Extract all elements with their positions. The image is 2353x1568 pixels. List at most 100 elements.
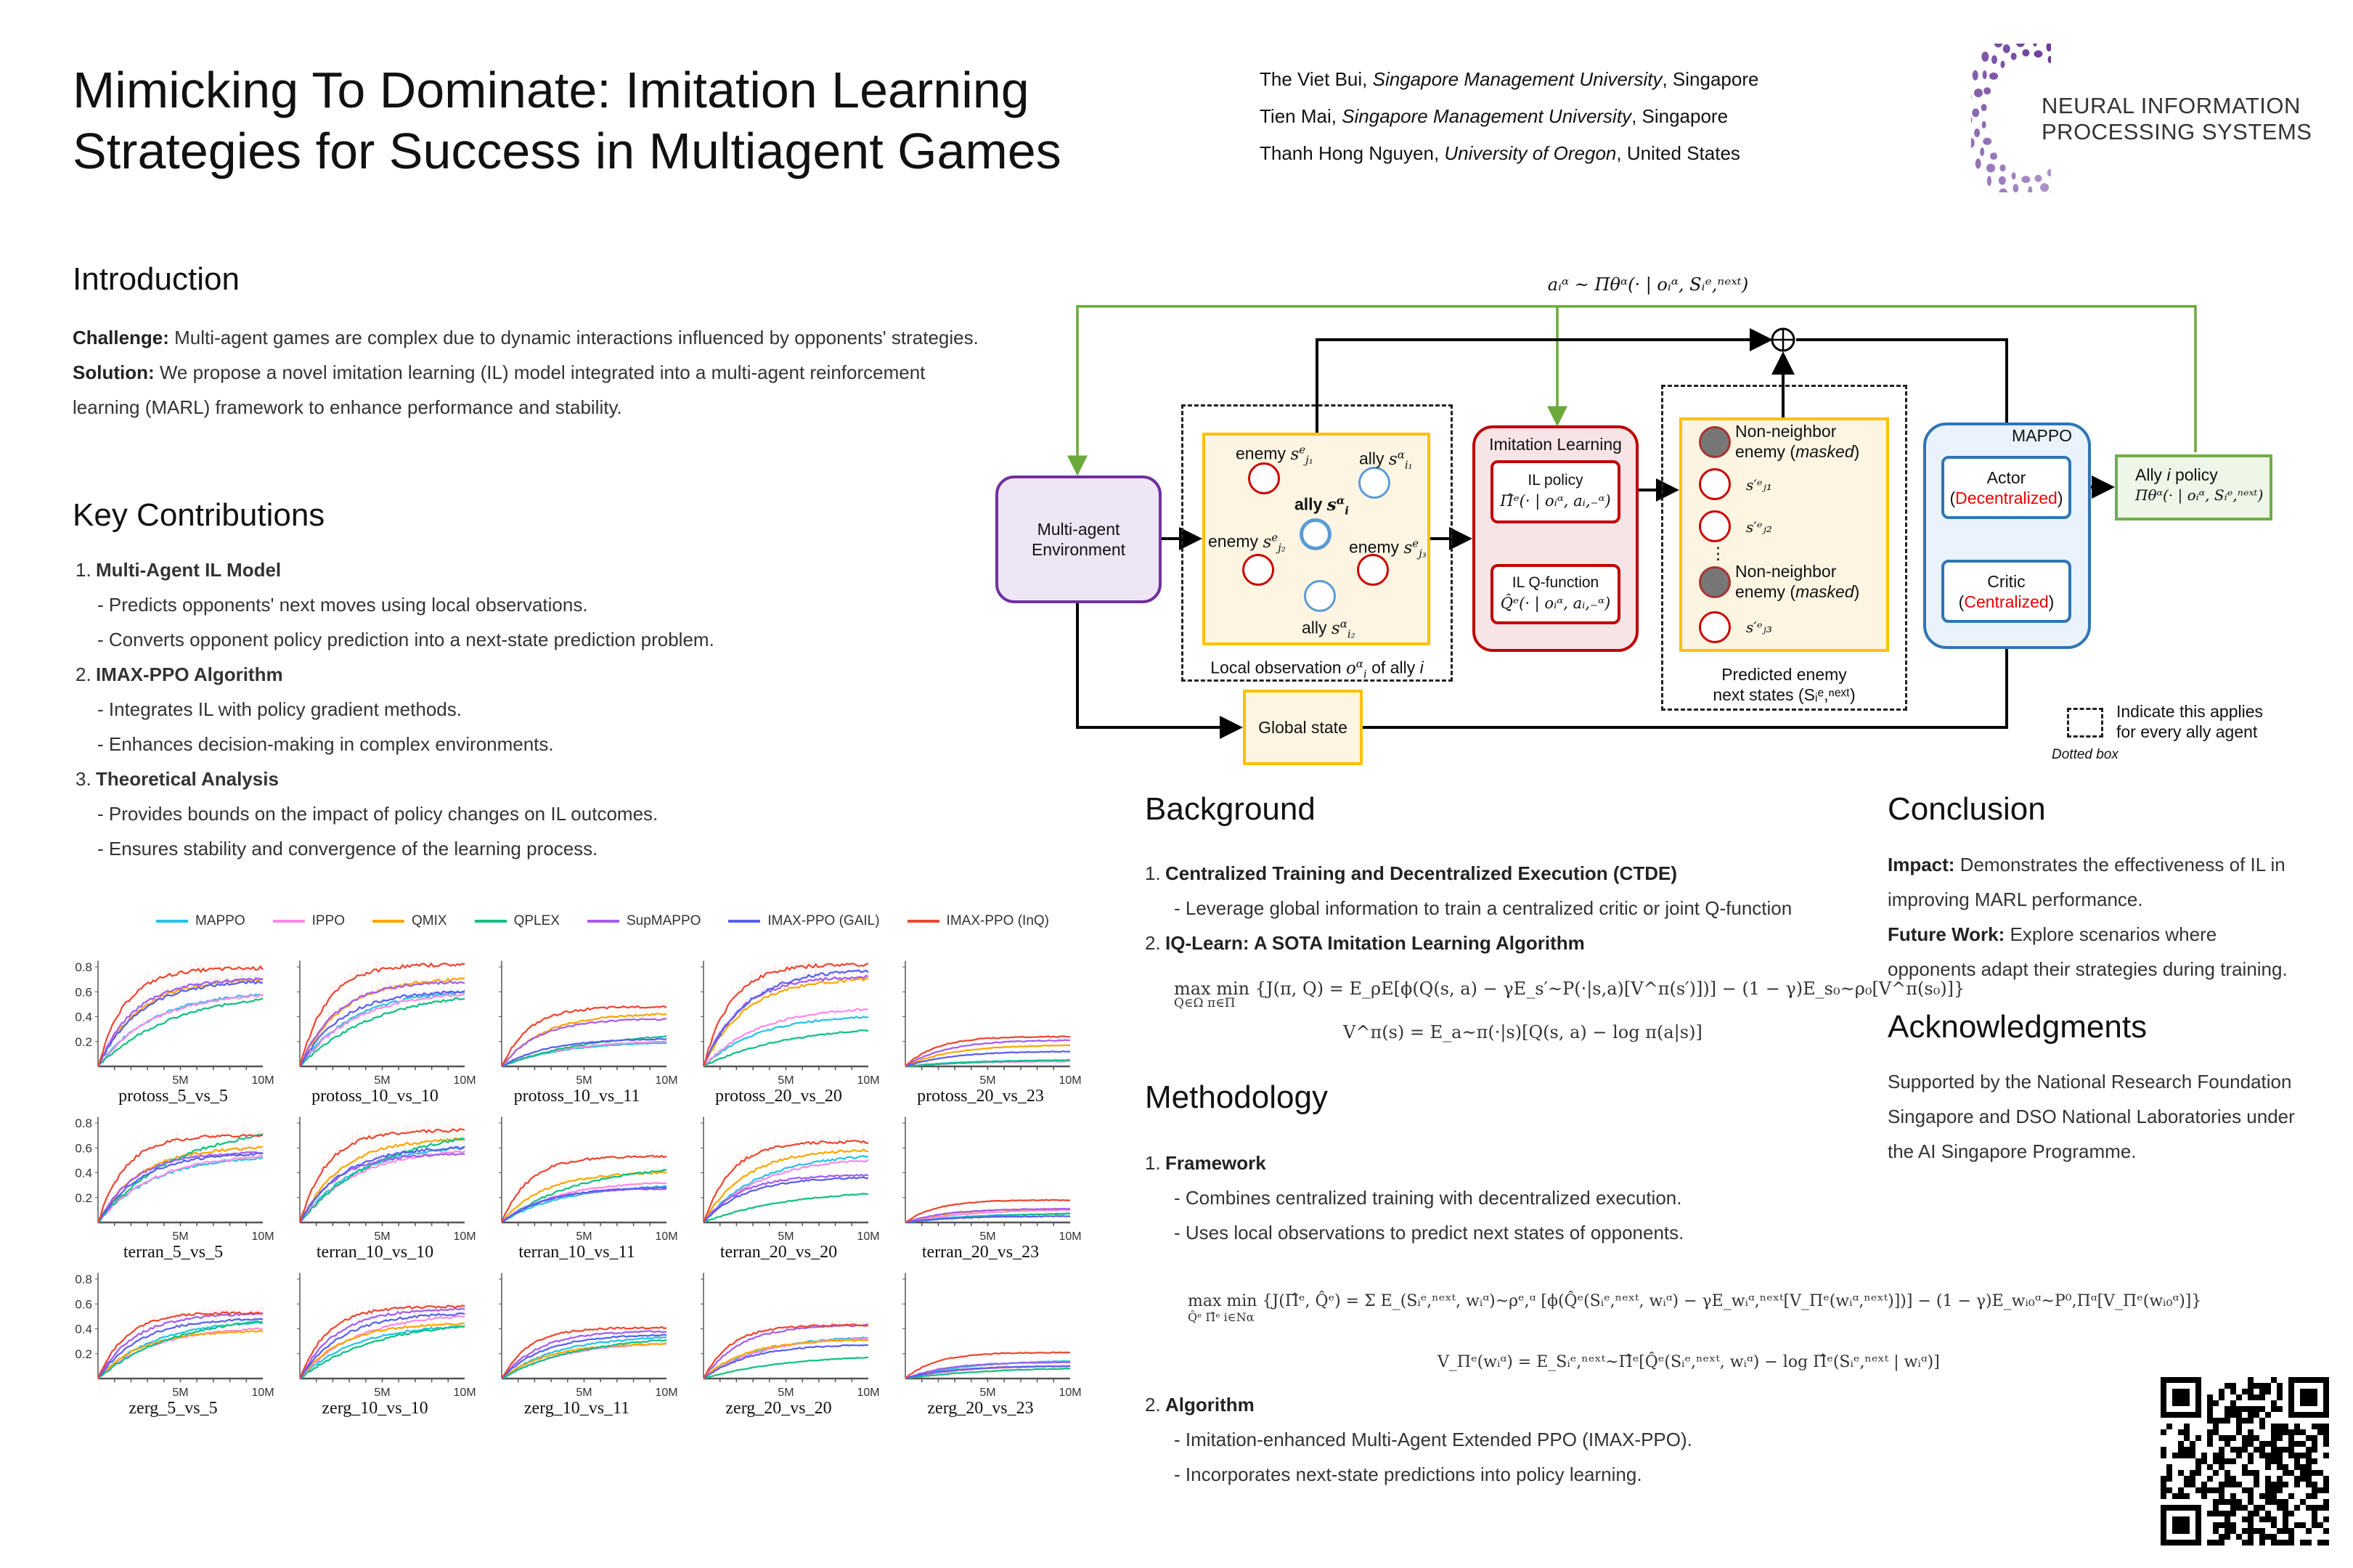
legend-item: MAPPO: [156, 913, 245, 929]
item-label: Theoretical Analysis: [96, 768, 279, 790]
imax-objective-equation: max min {J(Π̂ᵉ, Q̂ᵉ) = Σ E_(Sᵢᵉ,ⁿᵉˣᵗ, wᵢ…: [1188, 1292, 2202, 1324]
logo-dot: [1974, 128, 1981, 138]
x-tick-label: 5M: [374, 1387, 390, 1399]
enemy-j3-label: enemy sej₃: [1349, 536, 1427, 560]
series-line-qplex: [905, 1058, 1071, 1067]
legend-label: QMIX: [412, 913, 447, 928]
x-tick-label: 10M: [655, 1387, 677, 1399]
x-tick-label: 5M: [778, 1074, 794, 1087]
series-line-mappo: [501, 1336, 667, 1379]
challenge-text: Multi-agent games are complex due to dyn…: [168, 327, 979, 348]
series-line-supmappo: [905, 1039, 1071, 1067]
series-line-imax-ppo-gail-: [299, 1146, 465, 1223]
legend-item: QMIX: [372, 913, 447, 929]
enemy-j2-node: [1242, 554, 1274, 586]
logo-dot: [2034, 50, 2043, 58]
logo-dot: [2010, 52, 2017, 60]
x-tick-label: 10M: [251, 1074, 274, 1087]
legend-item: IMAX-PPO (GAIL): [728, 913, 880, 929]
series-line-ippo: [299, 993, 465, 1067]
il-policy-label: IL policy: [1528, 472, 1583, 489]
logo-dot: [2022, 49, 2030, 57]
plus-to-actor-line: [1796, 338, 2018, 457]
ally-policy-formula: Πθᵅ(· | oᵢᵅ, Sᵢᵉ,ⁿᵉˣᵗ): [2135, 486, 2264, 504]
x-tick-label: 5M: [979, 1230, 995, 1243]
masked-enemy-label: Non-neighbor enemy (masked): [1735, 562, 1860, 601]
il-policy-box: IL policy Π̂ᵉ(· | oᵢᵅ, aᵢ,₋ᵅ): [1490, 460, 1620, 523]
x-tick-label: 5M: [778, 1387, 794, 1399]
logo-dot: [1971, 94, 1972, 100]
background-item: 2.IQ-Learn: A SOTA Imitation Learning Al…: [1145, 932, 1585, 954]
legend-swatch: [907, 920, 939, 923]
series-line-imax-ppo-inq-: [97, 1133, 264, 1223]
x-tick-label: 5M: [172, 1230, 188, 1243]
panel-title: protoss_20_vs_20: [715, 1087, 842, 1106]
y-tick-label: 0.8: [75, 1273, 92, 1286]
contribution-item: 1.Multi-Agent IL Model: [76, 552, 714, 587]
ally-i-node: [1300, 518, 1332, 550]
logo-dot: [1991, 55, 1997, 65]
panel-title: zerg_5_vs_5: [129, 1399, 217, 1418]
legend-item: IPPO: [272, 913, 346, 929]
x-tick-label: 10M: [1059, 1074, 1081, 1087]
series-line-ippo: [703, 1159, 869, 1223]
series-line-mappo: [703, 1016, 869, 1067]
multi-agent-environment-box: Multi-agent Environment: [995, 475, 1162, 603]
series-variance-band: [703, 960, 869, 1066]
legend-item: SupMAPPO: [587, 913, 701, 929]
series-line-imax-ppo-gail-: [501, 1186, 667, 1223]
y-tick-label: 0.6: [75, 985, 92, 999]
item-point: - Ensures stability and convergence of t…: [97, 838, 598, 859]
y-tick-label: 0.4: [75, 1323, 92, 1336]
series-line-imax-ppo-gail-: [501, 1334, 667, 1379]
series-line-qplex: [299, 1325, 465, 1379]
logo-dot: [1980, 147, 1985, 157]
series-variance-band: [97, 1312, 264, 1378]
item-number: 3.: [76, 768, 91, 790]
series-line-qplex: [501, 1339, 667, 1379]
legend-label: IPPO: [311, 913, 346, 928]
series-line-qmix: [703, 1148, 869, 1223]
legend-swatch: [728, 920, 761, 923]
critic-box: Critic (Centralized): [1941, 560, 2071, 623]
series-variance-band: [501, 1326, 667, 1379]
series-line-imax-ppo-gail-: [97, 1152, 264, 1222]
series-line-ippo: [97, 993, 264, 1067]
logo-dot: [1990, 152, 1998, 160]
series-line-qmix: [97, 1329, 264, 1379]
series-variance-band: [97, 960, 264, 1066]
logo-dot: [2050, 190, 2051, 192]
item-point: - Converts opponent policy prediction in…: [97, 629, 714, 650]
author-name: The Viet Bui,: [1260, 68, 1373, 90]
series-line-supmappo: [905, 1207, 1070, 1224]
solution-paragraph: Solution: We propose a novel imitation l…: [73, 355, 980, 425]
series-line-qplex: [97, 1320, 264, 1379]
logo-dot: [1998, 176, 2006, 185]
masked-enemy-label: Non-neighbor enemy (masked): [1735, 422, 1860, 461]
title-line-1: Mimicking To Dominate: Imitation Learnin…: [73, 62, 1029, 118]
critic-sub: (Centralized): [1958, 592, 2055, 611]
panel-title: zerg_10_vs_11: [524, 1399, 629, 1418]
il-q-formula: Q̂ᵉ(· | oᵢᵅ, aᵢ,₋ᵅ): [1500, 595, 1611, 612]
y-tick-label: 0.6: [75, 1141, 92, 1155]
enemy-j1-label: enemy sej₁: [1236, 443, 1313, 467]
acknowledgments-heading: Acknowledgments: [1888, 1009, 2148, 1045]
logo-dot: [1975, 158, 1981, 169]
logo-dot: [1999, 164, 2006, 172]
il-policy-formula: Π̂ᵉ(· | oᵢᵅ, aᵢ,₋ᵅ): [1500, 492, 1611, 510]
series-line-qplex: [501, 1035, 667, 1068]
panel-title: protoss_5_vs_5: [118, 1087, 228, 1106]
series-line-qplex: [501, 1169, 667, 1223]
series-line-supmappo: [299, 980, 465, 1067]
qr-code[interactable]: [2161, 1377, 2329, 1545]
logo-dot: [1983, 87, 1991, 95]
series-line-qplex: [299, 997, 465, 1067]
logo-dot: [2047, 56, 2051, 64]
algorithm-point: - Imitation-enhanced Multi-Agent Extende…: [1174, 1429, 1692, 1450]
series-line-mappo: [501, 1185, 666, 1223]
challenge-paragraph: Challenge: Multi-agent games are complex…: [73, 320, 980, 355]
series-line-qmix: [501, 1342, 667, 1379]
series-line-supmappo: [703, 1323, 869, 1379]
series-line-mappo: [703, 1155, 869, 1223]
